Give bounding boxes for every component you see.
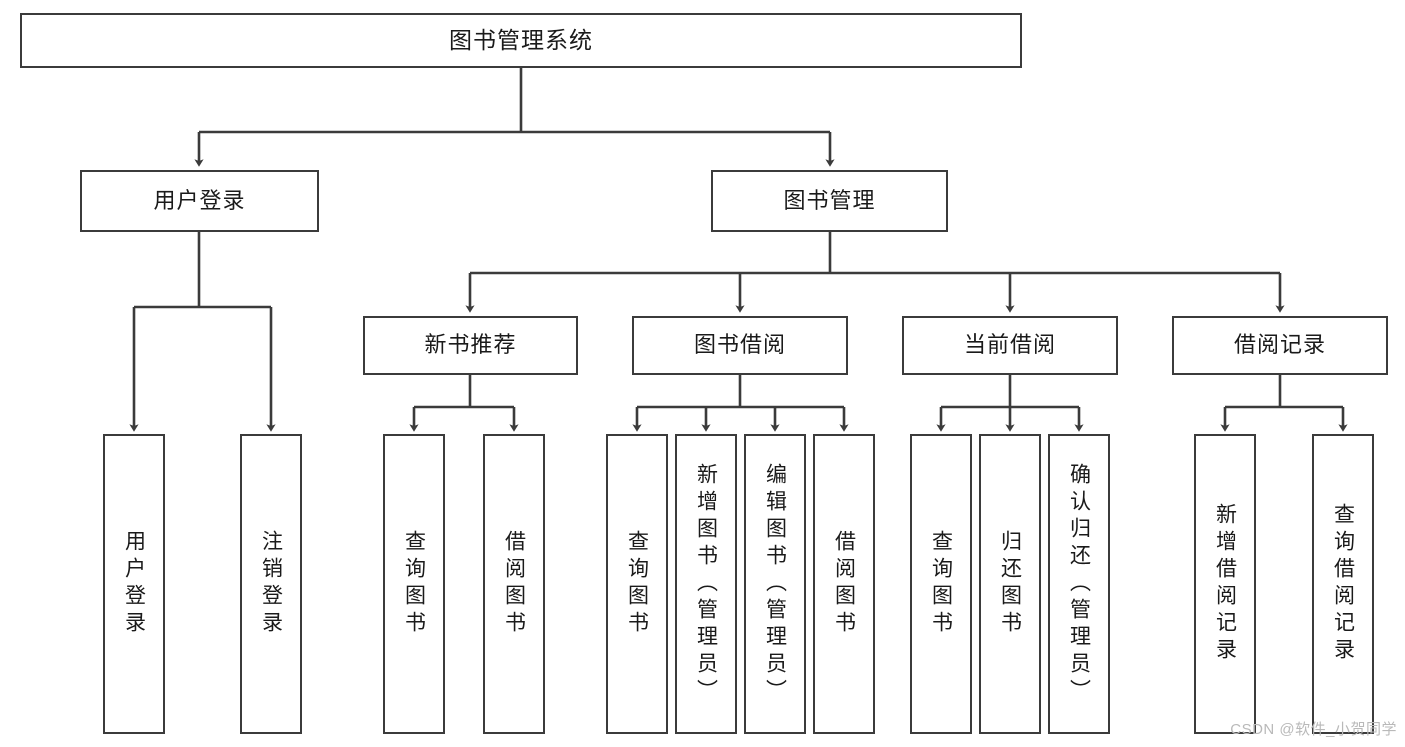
node-label: 新增借阅记录: [1213, 503, 1237, 665]
leaf-record-query-record[interactable]: 查询借阅记录: [1312, 434, 1374, 734]
node-label: 新增图书（管理员）: [694, 462, 718, 706]
leaf-current-query-book[interactable]: 查询图书: [910, 434, 972, 734]
leaf-recommend-borrow-book[interactable]: 借阅图书: [483, 434, 545, 734]
node-user-login[interactable]: 用户登录: [80, 170, 319, 232]
node-label: 图书借阅: [693, 332, 786, 358]
leaf-current-confirm-return-admin[interactable]: 确认归还（管理员）: [1048, 434, 1110, 734]
node-label: 查询图书: [402, 530, 426, 638]
node-label: 用户登录: [153, 187, 246, 213]
node-label: 借阅图书: [502, 530, 526, 638]
leaf-user-logout[interactable]: 注销登录: [240, 434, 302, 734]
node-label: 图书管理: [783, 187, 876, 213]
node-label: 借阅记录: [1233, 332, 1326, 358]
node-label: 借阅图书: [832, 530, 856, 638]
node-label: 新书推荐: [424, 332, 517, 358]
leaf-current-return-book[interactable]: 归还图书: [979, 434, 1041, 734]
watermark: CSDN @软件_小贺同学: [1230, 721, 1397, 738]
leaf-borrow-edit-book-admin[interactable]: 编辑图书（管理员）: [744, 434, 806, 734]
node-current-borrow[interactable]: 当前借阅: [902, 316, 1118, 375]
leaf-borrow-add-book-admin[interactable]: 新增图书（管理员）: [675, 434, 737, 734]
leaf-record-add-record[interactable]: 新增借阅记录: [1194, 434, 1256, 734]
node-label: 确认归还（管理员）: [1067, 462, 1091, 706]
node-label: 查询图书: [929, 530, 953, 638]
node-root-system[interactable]: 图书管理系统: [20, 13, 1022, 68]
node-book-management[interactable]: 图书管理: [711, 170, 948, 232]
leaf-recommend-query-book[interactable]: 查询图书: [383, 434, 445, 734]
leaf-user-login[interactable]: 用户登录: [103, 434, 165, 734]
node-label: 用户登录: [122, 530, 146, 638]
node-label: 查询图书: [625, 530, 649, 638]
node-label: 查询借阅记录: [1331, 503, 1355, 665]
leaf-borrow-borrow-book[interactable]: 借阅图书: [813, 434, 875, 734]
node-label: 注销登录: [259, 530, 283, 638]
node-book-borrow[interactable]: 图书借阅: [632, 316, 848, 375]
node-label: 编辑图书（管理员）: [763, 462, 787, 706]
node-label: 图书管理系统: [449, 26, 593, 53]
node-label: 当前借阅: [963, 332, 1056, 358]
node-label: 归还图书: [998, 530, 1022, 638]
node-new-book-recommend[interactable]: 新书推荐: [363, 316, 578, 375]
leaf-borrow-query-book[interactable]: 查询图书: [606, 434, 668, 734]
node-borrow-record[interactable]: 借阅记录: [1172, 316, 1388, 375]
